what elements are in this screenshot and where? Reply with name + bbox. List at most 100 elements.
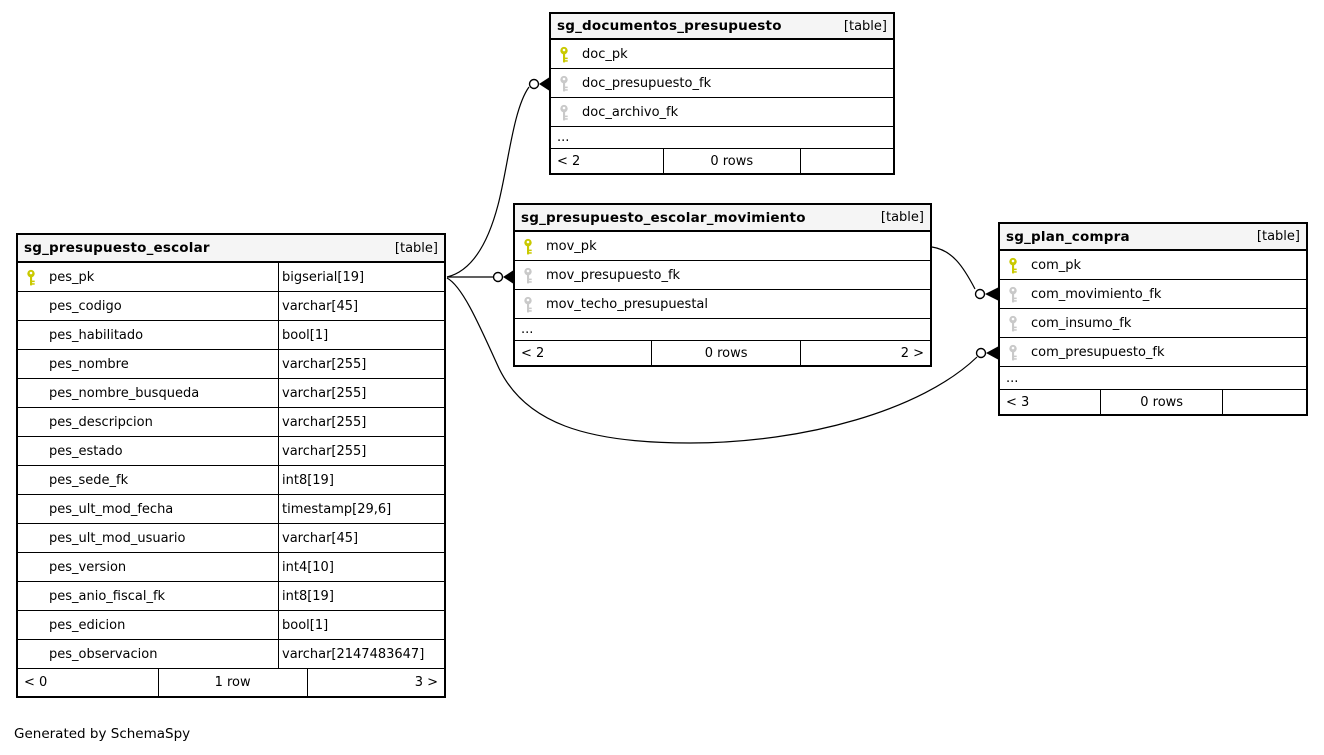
column-type: int4[10] [278,553,444,581]
column-type: bigserial[19] [278,263,444,291]
table-header-sg_plan_compra[interactable]: sg_plan_compra[table] [1000,224,1306,251]
column-name-cell: mov_techo_presupuestal [515,290,930,318]
column-name: mov_techo_presupuestal [546,296,709,312]
pk-key-icon [560,46,568,62]
column-row-pes_nombre_busqueda: pes_nombre_busqueda varchar[255] [18,379,444,408]
column-row-pes_ult_mod_usuario: pes_ult_mod_usuario varchar[45] [18,524,444,553]
column-type: varchar[2147483647] [278,640,444,668]
ellipsis-label: ... [1006,370,1019,386]
relationship-line [446,86,530,278]
column-name-cell: pes_pk [18,263,278,291]
column-name: pes_ult_mod_usuario [49,530,186,546]
fk-key-icon [560,104,568,120]
fk-key-icon [1009,344,1017,360]
column-name-cell: pes_edicion [18,611,278,639]
column-name: pes_habilitado [49,327,144,343]
column-name-cell: pes_habilitado [18,321,278,349]
column-name: mov_pk [546,238,597,254]
fk-arrowhead [503,270,513,284]
more-columns-ellipsis: ... [1000,367,1306,390]
table-title: sg_documentos_presupuesto [557,18,782,34]
column-name-cell: com_movimiento_fk [1000,280,1306,308]
column-name: doc_presupuesto_fk [582,75,712,91]
row-count: 0 rows [664,149,801,173]
column-name: pes_observacion [49,646,158,662]
column-row-mov_presupuesto_fk: mov_presupuesto_fk [515,261,930,290]
fk-arrowhead [539,77,549,91]
column-name: pes_codigo [49,298,122,314]
column-name-cell: doc_archivo_fk [551,98,893,126]
table-title: sg_plan_compra [1006,228,1130,245]
column-name: com_insumo_fk [1031,315,1132,331]
column-name-cell: pes_anio_fiscal_fk [18,582,278,610]
pager-next-relations [1223,390,1306,414]
column-row-com_presupuesto_fk: com_presupuesto_fk [1000,338,1306,367]
zero-or-one-connector [528,78,540,90]
key-icon-slot [558,75,582,92]
column-row-doc_presupuesto_fk: doc_presupuesto_fk [551,69,893,98]
table-header-sg_presupuesto_escolar[interactable]: sg_presupuesto_escolar[table] [18,235,444,263]
table-sg_presupuesto_escolar_movimiento: sg_presupuesto_escolar_movimiento[table]… [513,203,932,367]
key-icon-slot [522,267,546,284]
ellipsis-label: ... [521,322,534,337]
row-count: 0 rows [1101,390,1224,414]
column-name: pes_sede_fk [49,472,129,488]
column-type: varchar[45] [278,524,444,552]
more-columns-ellipsis: ... [551,127,893,149]
table-title: sg_presupuesto_escolar [24,240,210,256]
key-icon-slot [522,296,546,313]
column-row-mov_pk: mov_pk [515,232,930,261]
pk-key-icon [1009,257,1017,273]
column-row-com_movimiento_fk: com_movimiento_fk [1000,280,1306,309]
column-name: pes_nombre_busqueda [49,385,200,401]
column-row-pes_habilitado: pes_habilitado bool[1] [18,321,444,350]
table-header-sg_documentos_presupuesto[interactable]: sg_documentos_presupuesto [table] [551,14,893,40]
row-count: 0 rows [652,341,802,365]
column-row-com_insumo_fk: com_insumo_fk [1000,309,1306,338]
column-name-cell: mov_pk [515,232,930,260]
column-name: pes_estado [49,443,123,459]
pager-prev-relations: < 2 [551,149,664,173]
key-icon-slot [558,104,582,121]
column-name: doc_archivo_fk [582,104,679,120]
pager-next-relations [801,149,893,173]
pager-prev-relations: < 2 [515,341,652,365]
key-icon-slot [25,269,49,286]
key-icon-slot [522,238,546,255]
column-name-cell: pes_nombre_busqueda [18,379,278,407]
column-name-cell: doc_presupuesto_fk [551,69,893,97]
column-name: doc_pk [582,46,628,62]
key-icon-slot [558,46,582,63]
fk-key-icon [1009,315,1017,331]
column-name-cell: pes_descripcion [18,408,278,436]
table-type-tag: [table] [843,18,887,34]
column-name-cell: mov_presupuesto_fk [515,261,930,289]
relationship-line [931,246,976,290]
table-header-sg_presupuesto_escolar_movimiento[interactable]: sg_presupuesto_escolar_movimiento[table] [515,205,930,232]
column-type: bool[1] [278,321,444,349]
key-icon-slot [1007,286,1031,303]
column-name: pes_descripcion [49,414,153,430]
fk-arrowhead [985,287,998,301]
column-type: int8[19] [278,466,444,494]
column-name: pes_ult_mod_fecha [49,501,174,517]
column-row-pes_descripcion: pes_descripcion varchar[255] [18,408,444,437]
column-row-doc_pk: doc_pk [551,40,893,69]
column-type: varchar[255] [278,408,444,436]
column-type: varchar[255] [278,379,444,407]
column-name: com_pk [1031,257,1082,273]
column-name-cell: pes_nombre [18,350,278,378]
column-row-pes_observacion: pes_observacion varchar[2147483647] [18,640,444,669]
